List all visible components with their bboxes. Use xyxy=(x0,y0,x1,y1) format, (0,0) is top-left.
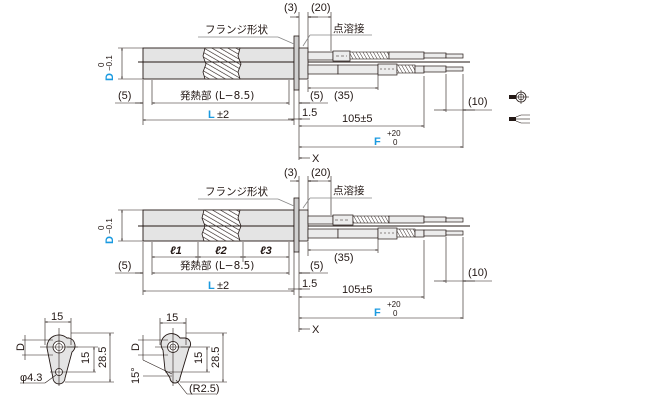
lead-length-dim: 105±5 xyxy=(342,113,373,125)
diameter-upper-tol: 0 xyxy=(97,62,106,67)
terminal-length-dim: (10) xyxy=(468,267,488,279)
flange xyxy=(293,35,300,91)
view-top: フランジ形状 (3) (20) 点溶接 D −0.1 0 xyxy=(97,2,530,165)
flange-a-bore: D xyxy=(15,343,27,351)
sleeve-length-dim: (35) xyxy=(334,90,354,102)
length-tol: ±2 xyxy=(217,280,229,292)
flange-a-width: 15 xyxy=(51,311,63,323)
diameter-label: D xyxy=(104,73,116,81)
spot-weld-label: 点溶接 xyxy=(333,184,365,197)
overall-tol-upper: +20 xyxy=(387,300,401,309)
length-label: L xyxy=(208,280,215,292)
flange-thickness-dim: (3) xyxy=(284,167,297,179)
right-margin-dim: (5) xyxy=(310,260,323,272)
diameter-lower-tol: −0.1 xyxy=(105,218,114,234)
flange-a-height: 28.5 xyxy=(97,347,109,368)
overall-tol-upper: +20 xyxy=(387,129,401,138)
diameter-upper-tol: 0 xyxy=(97,225,106,230)
heating-coil-section xyxy=(201,209,242,242)
overall-label: F xyxy=(374,307,381,319)
flange-shape-label: フランジ形状 xyxy=(205,23,268,36)
flange-a-hole: φ4.3 xyxy=(20,372,42,384)
heating-coil-section xyxy=(202,47,242,80)
left-margin-dim: (5) xyxy=(118,90,131,102)
spot-weld-label: 点溶接 xyxy=(333,22,365,35)
flange-collar xyxy=(298,209,309,242)
offset-dim: 1.5 xyxy=(302,278,317,290)
length-label: L xyxy=(208,109,215,121)
heating-section-dim: 発熱部 (L−8.5) xyxy=(180,89,254,102)
flange-b-hole-pitch: 15 xyxy=(193,352,205,364)
flange-b-height: 28.5 xyxy=(210,347,222,368)
view-bottom: フランジ形状 (3) (20) 点溶接 D −0.1 0 ℓ1 ℓ2 ℓ xyxy=(97,167,492,336)
flange-b-angle: 15° xyxy=(130,367,142,384)
right-margin-dim: (5) xyxy=(310,90,323,102)
flange-thickness-dim: (3) xyxy=(284,2,297,14)
terminal-length-dim: (10) xyxy=(468,96,488,108)
left-margin-dim: (5) xyxy=(118,260,131,272)
flange-shape-label: フランジ形状 xyxy=(205,185,268,198)
overall-label: F xyxy=(374,136,381,148)
segment-l1: ℓ1 xyxy=(170,245,182,257)
flange-detail-slotted: 15 D 15° 15 28.5 (R2.5) xyxy=(130,312,227,395)
offset-dim: 1.5 xyxy=(302,107,317,119)
reference-x: X xyxy=(312,153,320,165)
flange-collar xyxy=(298,47,309,80)
flange-a-hole-pitch: 15 xyxy=(80,352,92,364)
sleeve-length-dim: (35) xyxy=(334,252,354,264)
flange-b-radius: (R2.5) xyxy=(189,383,220,395)
weld-offset-dim: (20) xyxy=(311,167,331,179)
segment-l2: ℓ2 xyxy=(215,245,227,257)
length-tol: ±2 xyxy=(217,109,229,121)
overall-tol-lower: 0 xyxy=(393,309,398,318)
heating-section-dim: 発熱部 (L−8.5) xyxy=(180,259,254,272)
flange-b-width: 15 xyxy=(166,312,178,324)
overall-tol-lower: 0 xyxy=(393,138,398,147)
ring-terminal-icon xyxy=(509,90,529,104)
flange-b-bore: D xyxy=(130,343,142,351)
diameter-lower-tol: −0.1 xyxy=(105,55,114,71)
flange-detail-round-hole: 15 D 15 28.5 φ4.3 xyxy=(15,311,114,386)
reference-x: X xyxy=(312,324,320,336)
segment-l3: ℓ3 xyxy=(260,245,272,257)
flange xyxy=(293,197,300,253)
diameter-label: D xyxy=(104,236,116,244)
weld-offset-dim: (20) xyxy=(311,2,331,14)
fork-terminal-icon xyxy=(509,114,530,124)
lead-length-dim: 105±5 xyxy=(342,284,373,296)
